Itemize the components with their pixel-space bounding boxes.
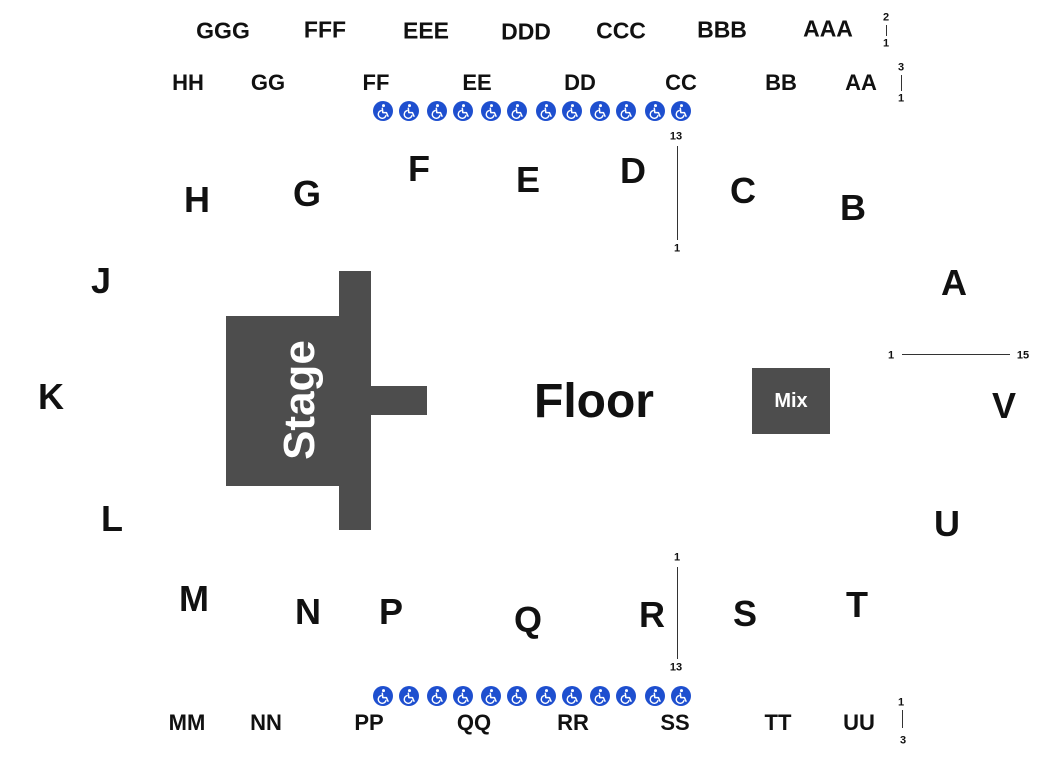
section-r[interactable]: R bbox=[639, 594, 665, 635]
stage-label: Stage bbox=[275, 340, 324, 460]
section-uu[interactable]: UU bbox=[843, 710, 875, 735]
row-number: 1 bbox=[897, 696, 905, 709]
section-ggg[interactable]: GGG bbox=[196, 17, 250, 44]
wheelchair-accessible-icon[interactable] bbox=[453, 686, 473, 706]
section-nn[interactable]: NN bbox=[250, 710, 282, 735]
row-number: 13 bbox=[669, 130, 683, 143]
section-qq[interactable]: QQ bbox=[456, 710, 492, 735]
wheelchair-accessible-icon[interactable] bbox=[645, 101, 665, 121]
row-indicator-line bbox=[677, 567, 678, 659]
section-hh[interactable]: HH bbox=[172, 70, 204, 95]
floor-section[interactable]: Floor bbox=[534, 375, 654, 428]
wheelchair-accessible-icon[interactable] bbox=[399, 686, 419, 706]
section-aaa[interactable]: AAA bbox=[803, 15, 853, 42]
row-indicator-line bbox=[902, 354, 1010, 355]
section-h[interactable]: H bbox=[184, 179, 210, 220]
section-gg[interactable]: GG bbox=[250, 70, 286, 95]
section-p[interactable]: P bbox=[378, 591, 404, 632]
section-b[interactable]: B bbox=[840, 187, 866, 228]
section-cc[interactable]: CC bbox=[665, 70, 697, 95]
row-indicator-line bbox=[902, 710, 903, 728]
wheelchair-accessible-icon[interactable] bbox=[507, 686, 527, 706]
row-number: 1 bbox=[673, 551, 681, 564]
section-pp[interactable]: PP bbox=[354, 710, 384, 735]
wheelchair-accessible-icon[interactable] bbox=[373, 101, 393, 121]
wheelchair-accessible-icon[interactable] bbox=[671, 686, 691, 706]
section-eee[interactable]: EEE bbox=[402, 17, 450, 44]
wheelchair-accessible-icon[interactable] bbox=[562, 101, 582, 121]
wheelchair-accessible-icon[interactable] bbox=[536, 686, 556, 706]
row-number: 3 bbox=[899, 734, 907, 747]
row-number: 3 bbox=[897, 61, 905, 74]
section-k[interactable]: K bbox=[38, 376, 64, 417]
wheelchair-accessible-icon[interactable] bbox=[562, 686, 582, 706]
section-n[interactable]: N bbox=[295, 591, 321, 632]
section-e[interactable]: E bbox=[515, 159, 541, 200]
wheelchair-accessible-icon[interactable] bbox=[536, 101, 556, 121]
wheelchair-accessible-icon[interactable] bbox=[481, 101, 501, 121]
section-q[interactable]: Q bbox=[513, 599, 543, 640]
section-c[interactable]: C bbox=[730, 170, 756, 211]
mix-label: Mix bbox=[774, 389, 808, 412]
row-number: 15 bbox=[1016, 349, 1030, 362]
wheelchair-accessible-icon[interactable] bbox=[590, 101, 610, 121]
row-number: 1 bbox=[897, 92, 905, 105]
section-v[interactable]: V bbox=[991, 385, 1017, 426]
wheelchair-accessible-icon[interactable] bbox=[507, 101, 527, 121]
section-m[interactable]: M bbox=[179, 578, 209, 619]
section-f[interactable]: F bbox=[408, 148, 430, 189]
stage-wings bbox=[339, 271, 371, 530]
section-t[interactable]: T bbox=[846, 584, 868, 625]
row-indicator-line bbox=[886, 25, 887, 36]
section-a[interactable]: A bbox=[941, 262, 967, 303]
section-s[interactable]: S bbox=[732, 593, 758, 634]
section-bbb[interactable]: BBB bbox=[697, 16, 747, 43]
wheelchair-accessible-icon[interactable] bbox=[427, 686, 447, 706]
wheelchair-accessible-icon[interactable] bbox=[373, 686, 393, 706]
row-number: 1 bbox=[887, 349, 895, 362]
section-ddd[interactable]: DDD bbox=[501, 18, 551, 45]
row-number: 2 bbox=[882, 11, 890, 24]
section-tt[interactable]: TT bbox=[764, 710, 792, 735]
section-bb[interactable]: BB bbox=[765, 70, 797, 95]
section-dd[interactable]: DD bbox=[564, 70, 596, 95]
row-indicator-line bbox=[677, 146, 678, 240]
section-u[interactable]: U bbox=[934, 503, 960, 544]
row-number: 13 bbox=[669, 661, 683, 674]
wheelchair-accessible-icon[interactable] bbox=[590, 686, 610, 706]
section-ee[interactable]: EE bbox=[462, 70, 492, 95]
section-ccc[interactable]: CCC bbox=[596, 17, 646, 44]
wheelchair-accessible-icon[interactable] bbox=[671, 101, 691, 121]
wheelchair-accessible-icon[interactable] bbox=[453, 101, 473, 121]
wheelchair-accessible-icon[interactable] bbox=[399, 101, 419, 121]
section-d[interactable]: D bbox=[620, 150, 646, 191]
row-indicator-line bbox=[901, 75, 902, 91]
section-mm[interactable]: MM bbox=[168, 710, 206, 735]
section-fff[interactable]: FFF bbox=[303, 16, 347, 43]
section-rr[interactable]: RR bbox=[557, 710, 589, 735]
row-number: 1 bbox=[673, 242, 681, 255]
section-j[interactable]: J bbox=[90, 260, 112, 301]
wheelchair-accessible-icon[interactable] bbox=[616, 101, 636, 121]
section-aa[interactable]: AA bbox=[845, 70, 877, 95]
wheelchair-accessible-icon[interactable] bbox=[481, 686, 501, 706]
stage-thrust bbox=[371, 386, 427, 415]
section-ss[interactable]: SS bbox=[660, 710, 690, 735]
row-number: 1 bbox=[882, 37, 890, 50]
mix-position: Mix bbox=[752, 368, 830, 434]
section-g[interactable]: G bbox=[292, 173, 322, 214]
section-ff[interactable]: FF bbox=[362, 70, 390, 95]
wheelchair-accessible-icon[interactable] bbox=[645, 686, 665, 706]
section-l[interactable]: L bbox=[101, 498, 123, 539]
wheelchair-accessible-icon[interactable] bbox=[427, 101, 447, 121]
wheelchair-accessible-icon[interactable] bbox=[616, 686, 636, 706]
